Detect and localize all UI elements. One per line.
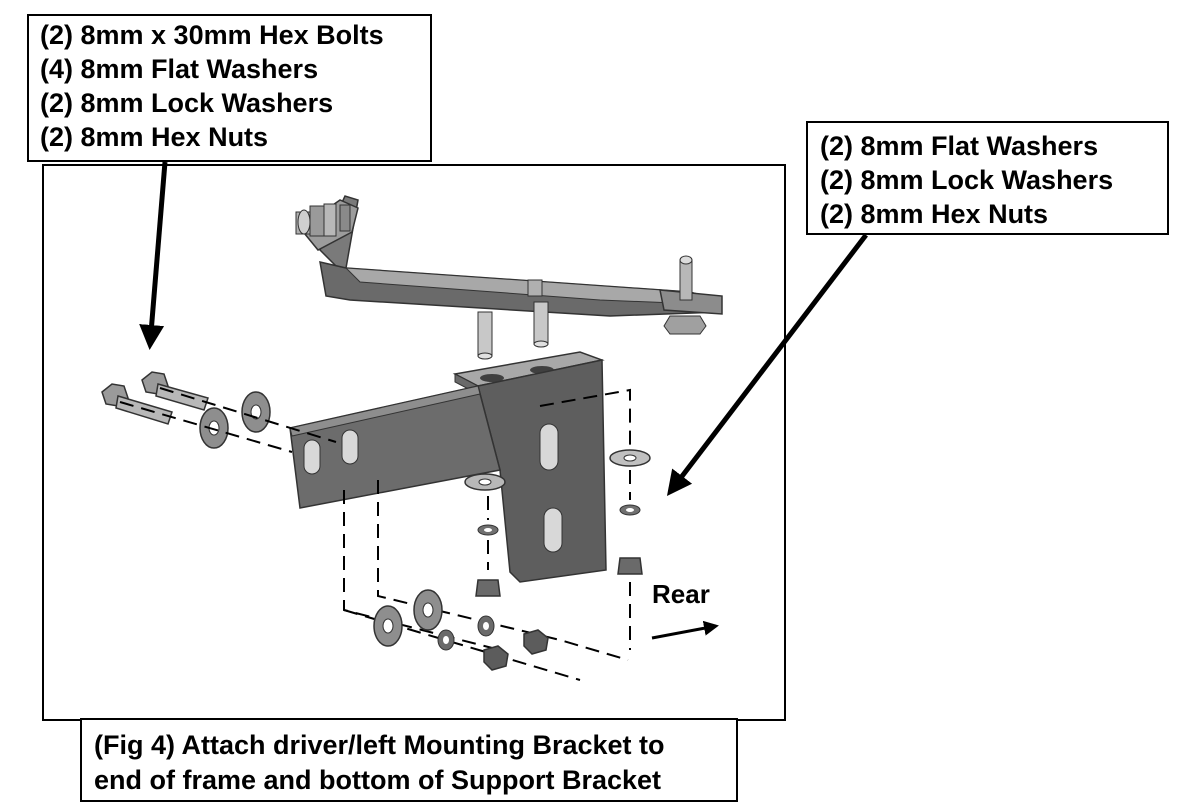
callout-line: (2) 8mm Hex Nuts [820,199,1049,229]
rear-direction-label: Rear [652,579,710,609]
lower-hardware [373,589,549,671]
figure-caption: (Fig 4) Attach driver/left Mounting Brac… [80,718,738,802]
support-bracket [295,195,723,360]
arm-slot [341,429,359,465]
support-studs [477,279,549,360]
center-hardware [464,473,506,597]
arm-slot [303,439,321,475]
left-flat-washers [199,391,271,449]
callout-line: (4) 8mm Flat Washers [40,54,319,84]
flange-slot [480,374,504,382]
plate-slot [543,507,563,553]
caption-line: (Fig 4) Attach driver/left Mounting Brac… [94,730,665,760]
callout-line: (2) 8mm x 30mm Hex Bolts [40,20,384,50]
mounting-bracket [289,351,607,583]
rear-arrow [651,620,719,640]
callout-line: (2) 8mm Lock Washers [40,88,334,118]
left-callout-arrow [139,161,168,350]
caption-line: end of frame and bottom of Support Brack… [94,765,662,795]
callout-line: (2) 8mm Lock Washers [820,165,1114,195]
right-callout-arrow [666,233,868,496]
right-hardware [609,449,651,575]
callout-line: (2) 8mm Hex Nuts [40,122,269,152]
callout-arrows [139,161,868,496]
right-hardware-callout: (2) 8mm Flat Washers (2) 8mm Lock Washer… [806,121,1169,235]
end-stud-hardware [663,255,707,335]
callout-line: (2) 8mm Flat Washers [820,131,1099,161]
left-hardware-callout: (2) 8mm x 30mm Hex Bolts (4) 8mm Flat Wa… [27,14,432,162]
plate-slot [539,423,559,471]
riser-hardware [295,203,351,237]
